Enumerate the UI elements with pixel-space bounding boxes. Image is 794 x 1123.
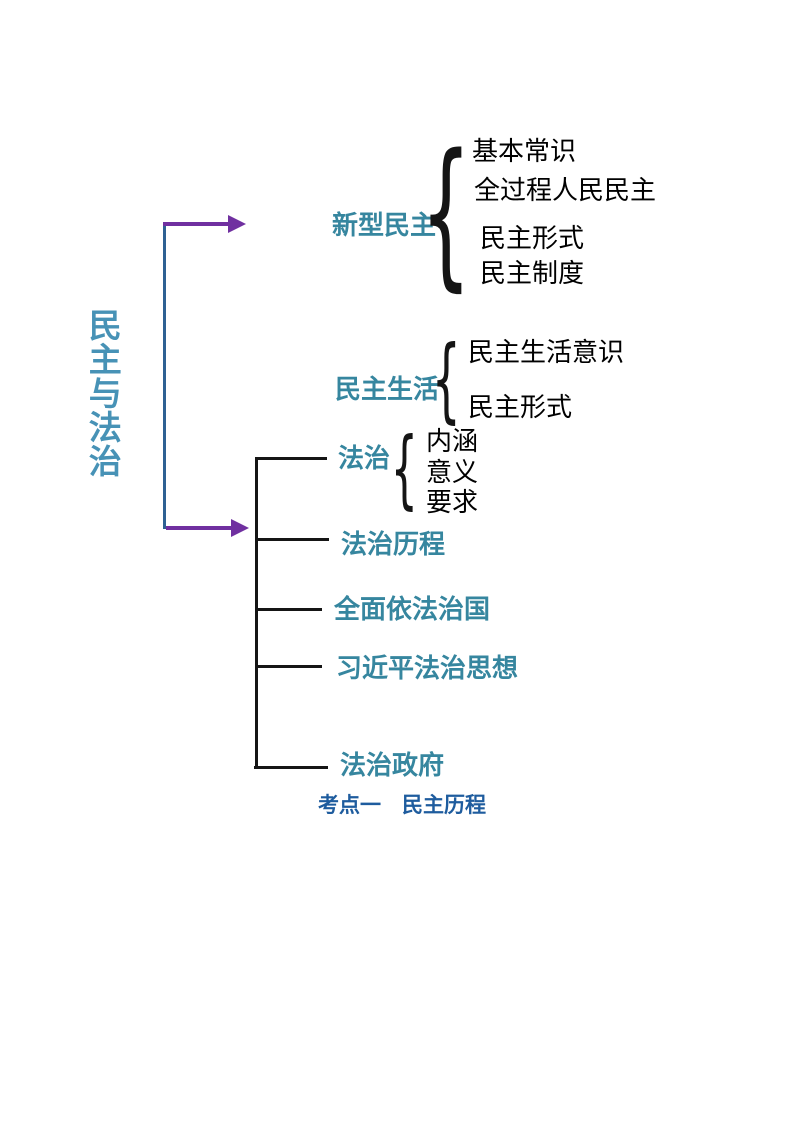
branch-label-fazhi: 法治 [338, 444, 391, 474]
tree-branch-line-fazhi [255, 457, 327, 460]
leaf-item: 民主形式 [468, 393, 573, 423]
trunk-vertical-line [163, 223, 166, 529]
leaf-item: 内涵 [426, 427, 479, 457]
tree-branch-line-fazhizhengfu [254, 766, 328, 769]
tree-vertical-line [255, 457, 258, 769]
root-title: 民主与法治 [83, 308, 123, 478]
leaf-item: 意义 [426, 458, 479, 488]
leaf-item: 民主生活意识 [468, 338, 625, 368]
arrow-bottom-head-icon [231, 519, 249, 537]
brace-icon [432, 335, 460, 425]
branch-label-fazhizhengfu: 法治政府 [340, 751, 445, 781]
branch-label-xinxingminzhu: 新型民主 [332, 211, 437, 241]
tree-branch-line-fazhilicheng [255, 538, 329, 541]
branch-label-minzhushenghuo: 民主生活 [335, 375, 440, 405]
leaf-item: 民主制度 [480, 259, 585, 289]
brace-icon [432, 134, 460, 292]
branch-label-fazhilicheng: 法治历程 [341, 530, 446, 560]
brace-icon [392, 427, 416, 511]
arrow-top-shaft [163, 222, 229, 226]
section-caption: 考点一 民主历程 [318, 793, 486, 817]
tree-branch-line-quanmianyifazhiguo [255, 608, 322, 611]
leaf-item: 民主形式 [480, 224, 585, 254]
arrow-bottom-shaft [166, 526, 232, 530]
leaf-item: 全过程人民民主 [474, 176, 657, 206]
branch-label-xijinpingfazhisixiang: 习近平法治思想 [336, 654, 519, 684]
leaf-item: 要求 [426, 488, 479, 518]
branch-label-quanmianyifazhiguo: 全面依法治国 [334, 595, 491, 625]
tree-branch-line-xijinpingfazhisixiang [255, 665, 322, 668]
arrow-top-head-icon [228, 215, 246, 233]
leaf-item: 基本常识 [472, 137, 577, 167]
